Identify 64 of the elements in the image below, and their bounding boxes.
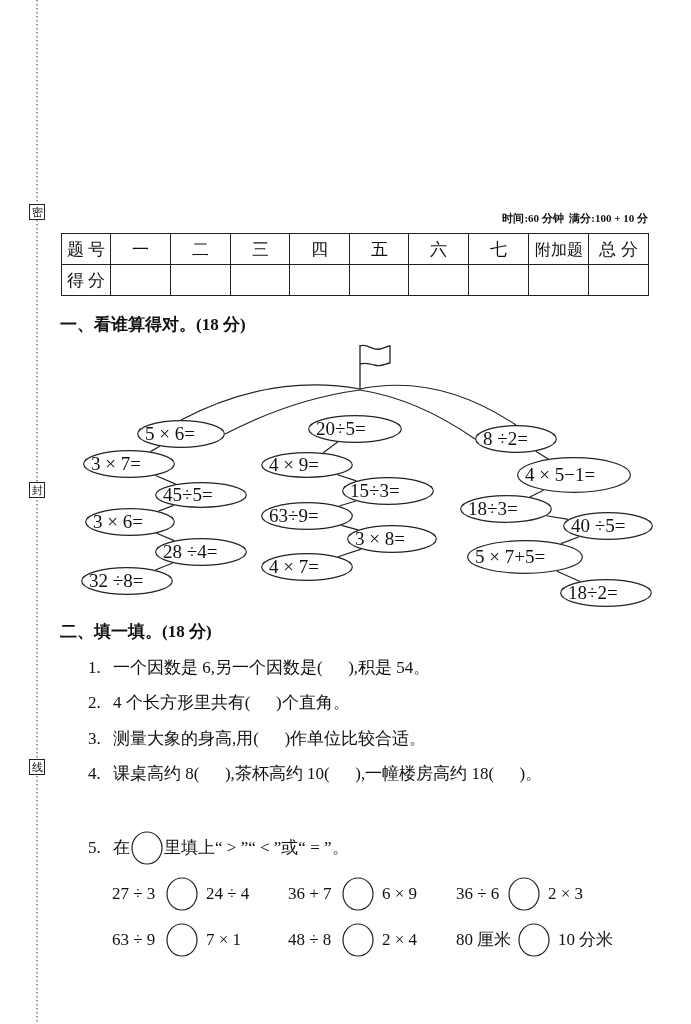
- question-text: 4 个长方形里共有( )个直角。: [113, 692, 350, 714]
- item-number: 5.: [88, 837, 101, 859]
- question-text: 课桌高约 8( ),茶杯高约 10( ),一幢楼房高约 18( )。: [113, 763, 544, 785]
- branch-line: [560, 536, 580, 545]
- equation-oval: 18÷2=: [560, 579, 652, 607]
- comparison-expression: 2 × 3: [548, 883, 584, 905]
- branch-line: [156, 532, 175, 542]
- equation-oval: 3 × 8=: [347, 525, 437, 553]
- section-heading: 一、看谁算得对。(18 分): [60, 314, 246, 336]
- branch-line: [337, 548, 362, 558]
- comparison-expression: 36 + 7: [288, 883, 332, 905]
- section-heading: 二、填一填。(18 分): [60, 621, 212, 643]
- branch-line: [154, 562, 174, 571]
- branch-line: [322, 441, 339, 454]
- equation-oval: 15÷3=: [342, 477, 434, 505]
- comparison-expression: 27 ÷ 3: [112, 883, 156, 905]
- item-number: 1.: [88, 657, 101, 679]
- item-number: 3.: [88, 728, 101, 750]
- branch-line: [545, 515, 569, 520]
- comparison-expression: 80 厘米: [456, 929, 512, 951]
- equation-oval: 8 ÷2=: [475, 425, 557, 453]
- comparison-expression: 10 分米: [558, 929, 614, 951]
- header-cell: 得 分: [61, 264, 111, 296]
- branch-line: [157, 504, 175, 512]
- seal-label: 密: [29, 204, 45, 220]
- branch-line: [336, 474, 357, 482]
- question-text: 在: [113, 837, 130, 859]
- branch-line: [154, 474, 177, 485]
- question-text: 里填上“ > ”“ < ”或“ = ”。: [164, 837, 349, 859]
- seal-label: 线: [29, 759, 45, 775]
- comparison-expression: 24 ÷ 4: [206, 883, 250, 905]
- equation-oval: 32 ÷8=: [81, 567, 173, 595]
- comparison-expression: 6 × 9: [382, 883, 418, 905]
- comparison-expression: 63 ÷ 9: [112, 929, 156, 951]
- equation-oval: 20÷5=: [308, 415, 402, 443]
- equation-oval: 40 ÷5=: [563, 512, 653, 540]
- equation-oval: 4 × 9=: [261, 452, 353, 478]
- item-number: 4.: [88, 763, 101, 785]
- equation-oval: 63÷9=: [261, 502, 353, 530]
- equation-oval: 45÷5=: [155, 482, 247, 508]
- equation-oval: 5 × 7+5=: [467, 540, 583, 574]
- comparison-expression: 2 × 4: [382, 929, 418, 951]
- comparison-expression: 7 × 1: [206, 929, 242, 951]
- branch-line: [338, 500, 357, 507]
- question-text: 一个因数是 6,另一个因数是( ),积是 54。: [113, 657, 431, 679]
- seal-label: 封: [29, 482, 45, 498]
- equation-oval: 5 × 6=: [137, 420, 225, 448]
- comparison-expression: 48 ÷ 8: [288, 929, 332, 951]
- header-cell: 总 分: [588, 233, 649, 265]
- equation-oval: 18÷3=: [460, 495, 552, 523]
- item-number: 2.: [88, 692, 101, 714]
- equation-oval: 4 × 7=: [261, 553, 353, 581]
- equation-oval: 28 ÷4=: [155, 538, 247, 566]
- equation-oval: 3 × 6=: [85, 508, 175, 536]
- header-cell: 题 号: [61, 233, 111, 265]
- equation-oval: 4 × 5−1=: [517, 457, 631, 493]
- branch-line: [149, 445, 161, 453]
- branch-line: [535, 450, 549, 460]
- question-text: 测量大象的身高,用( )作单位比较合适。: [113, 728, 427, 750]
- branch-line: [340, 524, 359, 531]
- time-score-note: 时间:60 分钟 满分:100 + 10 分: [502, 211, 648, 226]
- equation-oval: 3 × 7=: [83, 450, 175, 478]
- comparison-expression: 36 ÷ 6: [456, 883, 500, 905]
- branch-line: [556, 570, 581, 583]
